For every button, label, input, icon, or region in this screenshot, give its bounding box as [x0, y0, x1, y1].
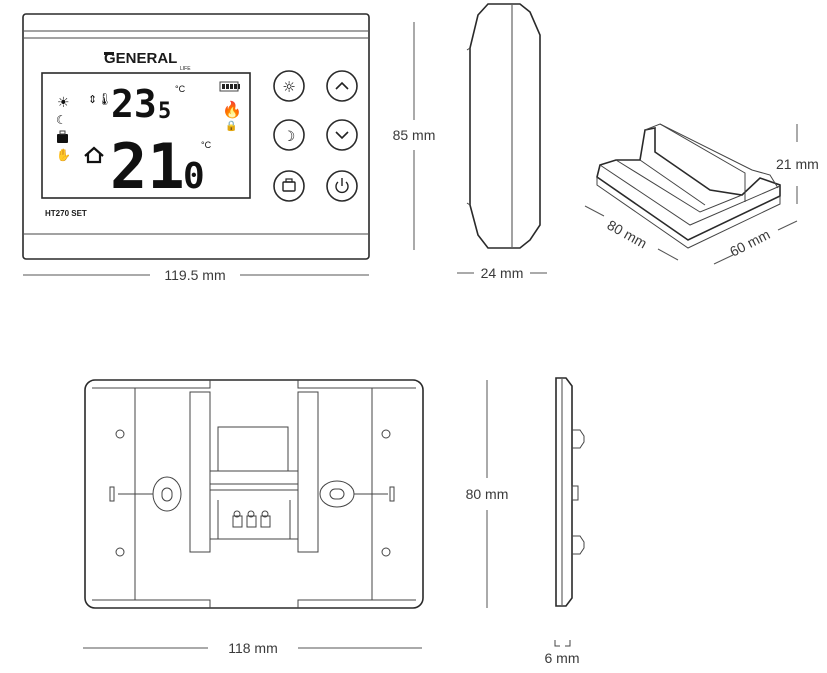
stand-height-label: 21 mm [776, 156, 819, 172]
sun-icon: ☀ [57, 95, 70, 111]
sun-icon: ☼ [282, 78, 295, 96]
desk-stand [596, 123, 781, 249]
terminal-block [217, 426, 289, 472]
moon-icon: ☽ [283, 129, 296, 145]
down-button[interactable] [326, 119, 358, 151]
mounting-hole [115, 429, 125, 439]
keyhole-slot [152, 476, 182, 512]
battery-icon [219, 81, 240, 92]
side-view [466, 3, 541, 249]
flame-icon: 🔥 [222, 100, 242, 119]
terminal-screws [232, 510, 271, 528]
stand-width-label: 60 mm [727, 226, 772, 260]
side-depth-dimension: 24 mm [457, 265, 547, 281]
front-view: GENERAL LIFE ☀ ⇕ 🌡 23 5 °C 🔥 🔒 ☾ ✋ [22, 13, 370, 260]
brand-sub: LIFE [180, 66, 191, 72]
mounting-hole [381, 547, 391, 557]
away-mode-button[interactable] [273, 170, 305, 202]
lcd-screen [41, 72, 251, 199]
up-button[interactable] [326, 70, 358, 102]
stand-length-label: 80 mm [605, 217, 650, 252]
mounting-hole [115, 547, 125, 557]
power-icon [335, 181, 349, 194]
current-temperature-unit: °C [175, 84, 186, 94]
set-temperature-decimal: 0 [183, 156, 205, 197]
back-depth-dimension: 6 mm [545, 640, 580, 666]
model-label: HT270 SET [45, 209, 87, 218]
hand-icon: ✋ [56, 148, 71, 162]
power-button[interactable] [326, 170, 358, 202]
current-temperature-decimal: 5 [158, 99, 171, 124]
lock-icon: 🔒 [225, 120, 237, 132]
side-depth-label: 24 mm [481, 265, 524, 281]
back-width-label: 118 mm [228, 640, 278, 656]
back-width-dimension: 118 mm [83, 640, 422, 656]
briefcase-icon [282, 181, 296, 192]
back-plate [84, 379, 424, 609]
brand-name: GENERAL [104, 50, 177, 67]
keyhole-slot [319, 480, 355, 508]
back-height-label: 80 mm [466, 486, 509, 502]
front-height-dimension: 85 mm [393, 22, 436, 250]
arrows-icon: ⇕ [88, 93, 97, 106]
set-temperature-unit: °C [201, 140, 212, 150]
home-icon [84, 146, 104, 164]
front-width-dimension: 119.5 mm [23, 267, 369, 283]
chevron-up-icon [335, 81, 349, 90]
briefcase-icon [57, 130, 68, 143]
front-height-label: 85 mm [393, 127, 436, 143]
brand-logo: GENERAL LIFE [104, 50, 191, 72]
current-temperature: 23 [111, 82, 157, 126]
thermometer-icon: 🌡 [97, 92, 112, 106]
night-mode-button[interactable]: ☽ [273, 119, 305, 151]
back-height-dimension: 80 mm [466, 380, 509, 608]
mounting-hole [381, 429, 391, 439]
front-body [22, 13, 370, 260]
back-plate-side-view [555, 377, 585, 607]
chevron-down-icon [335, 131, 349, 140]
set-temperature: 21 [110, 130, 185, 203]
moon-icon: ☾ [56, 113, 67, 127]
sun-mode-button[interactable]: ☼ [273, 70, 305, 102]
front-width-label: 119.5 mm [164, 267, 225, 283]
back-depth-label: 6 mm [545, 650, 580, 666]
